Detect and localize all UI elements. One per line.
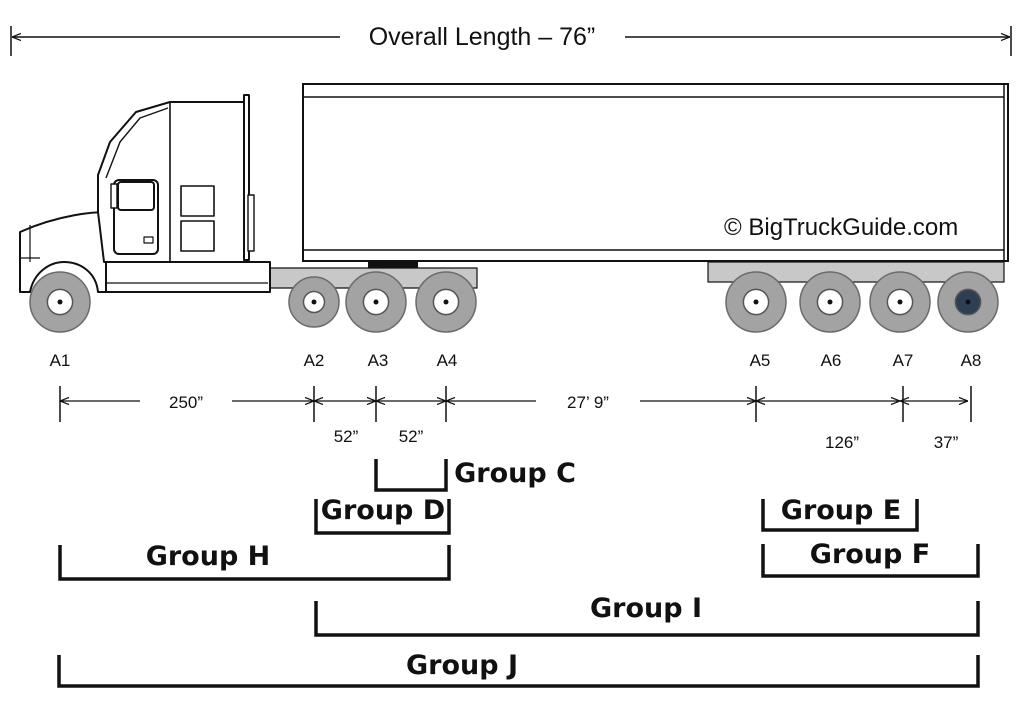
- spacing-label: 250”: [169, 393, 203, 412]
- trailer: © BigTruckGuide.com: [302, 83, 1009, 283]
- spacing-label: 52”: [399, 427, 424, 446]
- spacing-a5-a7: 126”: [756, 401, 900, 452]
- overall-length-label: Overall Length – 76”: [369, 23, 596, 51]
- group-bracket: [761, 499, 919, 532]
- axle-label-a8: A8: [961, 351, 982, 370]
- axle-spacing-dimensions: 250” 52” 52” 27’ 9” 126” 37”: [59, 386, 972, 452]
- group-h: Group H: [58, 541, 451, 581]
- axle-group-brackets: Group C Group D Group E Group F Group H Group…: [57, 458, 980, 688]
- group-j: Group J: [57, 650, 980, 688]
- exhaust-stack: [243, 94, 250, 261]
- wheel-a3: [345, 271, 407, 333]
- spacing-label: 37”: [934, 433, 959, 452]
- wheel-a1: [29, 271, 91, 333]
- axle-label-a7: A7: [893, 351, 914, 370]
- axle-label-a6: A6: [821, 351, 842, 370]
- group-bracket: [57, 655, 980, 688]
- group-bracket: [314, 601, 980, 637]
- wheel-a5: [725, 271, 787, 333]
- group-label: Group D: [321, 495, 445, 526]
- axle-label-a1: A1: [50, 351, 71, 370]
- tractor-chassis: [103, 261, 271, 293]
- group-i: Group I: [314, 593, 980, 637]
- tractor: [19, 94, 478, 293]
- spacing-label: 27’ 9”: [567, 393, 609, 412]
- sleeper-panel: [180, 220, 215, 252]
- axle-label-a3: A3: [368, 351, 389, 370]
- group-bracket: [58, 545, 451, 581]
- group-bracket: [314, 499, 451, 535]
- axle-labels: A1 A2 A3 A4 A5 A6 A7 A8: [50, 351, 982, 370]
- group-label: Group C: [454, 458, 576, 489]
- hood: [19, 211, 107, 293]
- axle-label-a2: A2: [304, 351, 325, 370]
- group-f: Group F: [761, 539, 980, 578]
- group-c: Group C: [374, 458, 576, 492]
- group-label: Group I: [590, 593, 702, 624]
- wheel-a4: [415, 271, 477, 333]
- group-label: Group H: [146, 541, 271, 572]
- wheel-a8: [937, 271, 999, 333]
- fifth-wheel: [368, 261, 418, 268]
- cab-window: [117, 181, 155, 211]
- group-d: Group D: [314, 495, 451, 535]
- wheel-a7: [869, 271, 931, 333]
- spacing-a7-a8: 37”: [900, 401, 968, 452]
- axle-label-a4: A4: [437, 351, 458, 370]
- spacing-a1-a2: 250”: [60, 393, 314, 412]
- watermark: © BigTruckGuide.com: [724, 214, 958, 241]
- wheels: [29, 271, 999, 333]
- group-label: Group J: [406, 650, 518, 681]
- spacing-a2-a3: 52”: [314, 401, 376, 446]
- group-bracket: [374, 459, 448, 492]
- overall-length-dimension: Overall Length – 76”: [10, 23, 1012, 56]
- spacing-label: 52”: [334, 427, 359, 446]
- spacing-label: 126”: [825, 433, 859, 452]
- spacing-a4-a5: 27’ 9”: [446, 393, 756, 412]
- trailer-undercarriage: [707, 261, 1005, 283]
- wheel-a6: [799, 271, 861, 333]
- group-label: Group E: [781, 495, 901, 526]
- wheel-a2: [288, 276, 340, 328]
- axle-label-a5: A5: [750, 351, 771, 370]
- group-bracket: [761, 544, 980, 578]
- group-e: Group E: [761, 495, 919, 532]
- spacing-a3-a4: 52”: [376, 401, 446, 446]
- sleeper-window: [180, 185, 215, 217]
- group-label: Group F: [810, 539, 930, 570]
